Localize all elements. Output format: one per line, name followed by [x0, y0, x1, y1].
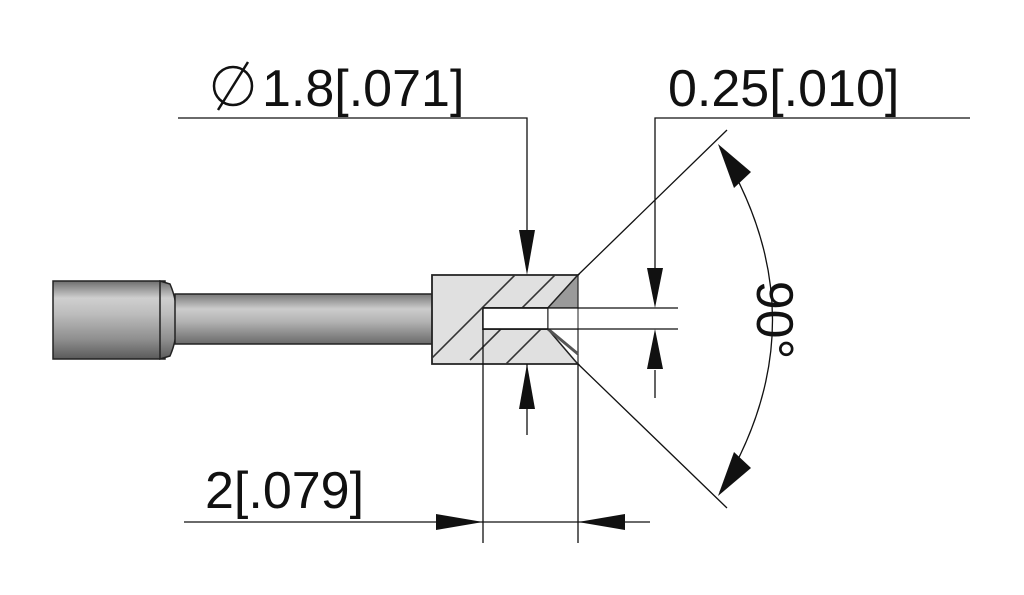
angle-arc	[719, 147, 774, 493]
shaft	[174, 293, 434, 345]
length-value: 2[.079]	[205, 462, 364, 520]
diameter-arrow-up	[519, 364, 535, 409]
length-arrow-left	[578, 514, 625, 530]
dimension-lines	[178, 117, 970, 543]
section-view	[431, 273, 581, 366]
part-body	[52, 273, 581, 366]
gap-arrow-up	[647, 329, 663, 369]
large-cylinder	[52, 280, 166, 360]
length-arrow-right	[436, 514, 483, 530]
gap-leader	[654, 117, 970, 268]
diameter-symbol-icon	[212, 61, 254, 111]
diameter-leader	[178, 117, 528, 232]
angle-arrow-bottom	[718, 452, 751, 496]
diameter-value: 1.8[.071]	[262, 60, 464, 118]
diameter-arrow-down	[519, 230, 535, 275]
angle-arrow-top	[718, 144, 751, 188]
angle-value: 90°	[745, 281, 803, 360]
gap-value: 0.25[.010]	[668, 60, 899, 118]
dimension-labels: 1.8[.071] 0.25[.010] 90° 2[.079]	[205, 60, 899, 520]
bore	[482, 307, 549, 330]
gap-arrow-down	[647, 268, 663, 308]
angle-extension-top	[577, 129, 728, 276]
arrowheads	[436, 144, 751, 530]
angle-extension-bottom	[577, 363, 728, 509]
